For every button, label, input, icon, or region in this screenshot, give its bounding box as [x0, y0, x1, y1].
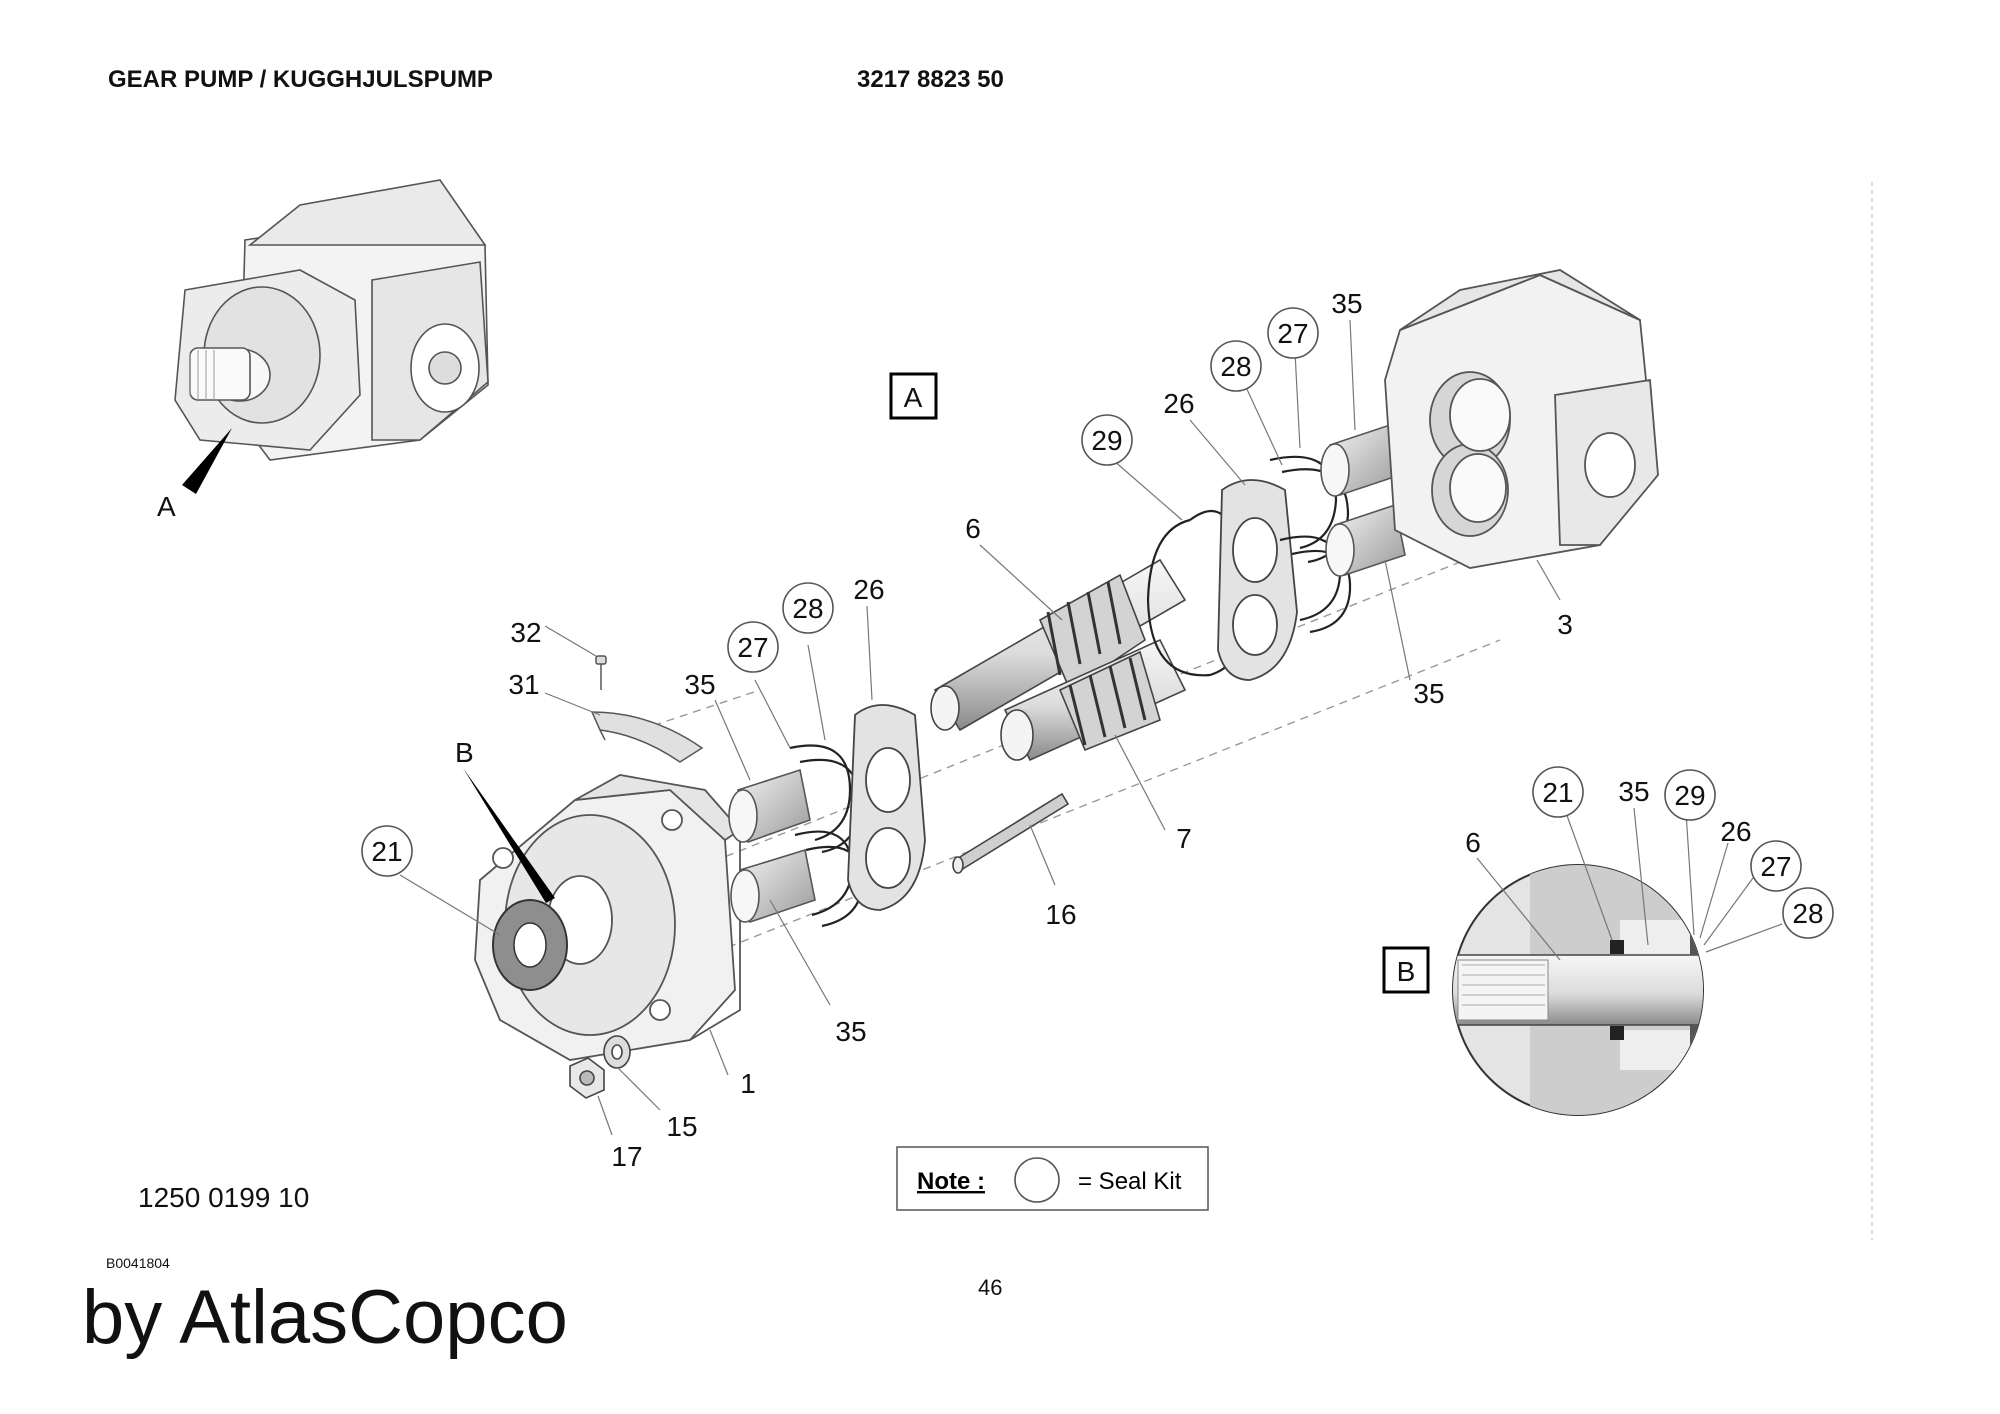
callout-35-rear-upper: 35: [1331, 288, 1362, 319]
screw: [595, 655, 607, 690]
pump-body: [1384, 269, 1659, 569]
view-b-box: [1382, 946, 1430, 994]
page-number: 46: [978, 1275, 1003, 1300]
driven-gear-shaft: [1000, 638, 1187, 762]
callout-16: 16: [1045, 899, 1076, 930]
seal-kit-circles: [361, 307, 1834, 939]
reference-code: B0041804: [106, 1255, 170, 1271]
view-a-box: [889, 372, 938, 420]
dowel-pin: [952, 792, 1070, 874]
nameplate: [590, 711, 704, 763]
bushing-front-upper: [728, 768, 811, 844]
assembled-pump-overview: [174, 179, 489, 461]
view-b-box-letter: B: [1397, 956, 1416, 987]
detail-callout-27: 27: [1760, 851, 1791, 882]
note-seal-circle: [1014, 1157, 1060, 1203]
detail-b-section: [1452, 864, 1704, 1116]
detail-callout-29: 29: [1674, 780, 1705, 811]
callout-7: 7: [1176, 823, 1192, 854]
callout-labels: 1 3 6 7 15 16 17 21 26 26 27 27 28 28 29…: [371, 288, 1823, 1172]
shaft-seal: [492, 899, 568, 991]
drive-shaft-gear: [930, 558, 1187, 732]
washer: [603, 1035, 631, 1069]
bushing-front-lower: [730, 848, 816, 924]
view-b-letter: B: [455, 737, 474, 768]
callout-35-front-lower: 35: [835, 1016, 866, 1047]
wear-plate-rear: [1217, 479, 1298, 681]
nut: [569, 1057, 605, 1099]
callout-35-rear-lower: 35: [1413, 678, 1444, 709]
note-label: Note :: [917, 1168, 985, 1195]
bushing-rear-upper: [1320, 423, 1401, 497]
note-text: = Seal Kit: [1078, 1168, 1182, 1195]
detail-callout-21: 21: [1542, 777, 1573, 808]
callout-35-front-upper: 35: [684, 669, 715, 700]
seal-kit-note: Note : = Seal Kit: [896, 1146, 1209, 1211]
callout-21: 21: [371, 836, 402, 867]
callout-17: 17: [611, 1141, 642, 1172]
callout-27-front: 27: [737, 632, 768, 663]
callout-6: 6: [965, 513, 981, 544]
callout-28-rear: 28: [1220, 351, 1251, 382]
callout-32: 32: [510, 617, 541, 648]
detail-callout-35: 35: [1618, 776, 1649, 807]
callout-31: 31: [508, 669, 539, 700]
callout-3: 3: [1557, 609, 1573, 640]
view-a-letter: A: [157, 491, 176, 522]
view-a-box-letter: A: [904, 382, 923, 413]
detail-callout-28: 28: [1792, 898, 1823, 929]
leader-lines: [399, 319, 1783, 1136]
part-number: 3217 8823 50: [857, 66, 1004, 93]
document-number: 1250 0199 10: [138, 1182, 310, 1213]
wear-plate-front: [847, 704, 926, 911]
view-a-pointer: [182, 428, 232, 494]
callout-26-rear: 26: [1163, 388, 1194, 419]
drawing-title: GEAR PUMP / KUGGHJULSPUMP: [108, 66, 493, 93]
detail-callout-6: 6: [1465, 827, 1481, 858]
callout-1: 1: [740, 1068, 756, 1099]
view-b-pointer: [463, 768, 555, 903]
callout-29: 29: [1091, 425, 1122, 456]
callout-28-front: 28: [792, 593, 823, 624]
callout-15: 15: [666, 1111, 697, 1142]
detail-callout-26: 26: [1720, 816, 1751, 847]
callout-26-front: 26: [853, 574, 884, 605]
brand-watermark: by AtlasCopco: [82, 1275, 568, 1360]
bushing-rear-lower: [1325, 503, 1406, 577]
callout-27-rear: 27: [1277, 318, 1308, 349]
